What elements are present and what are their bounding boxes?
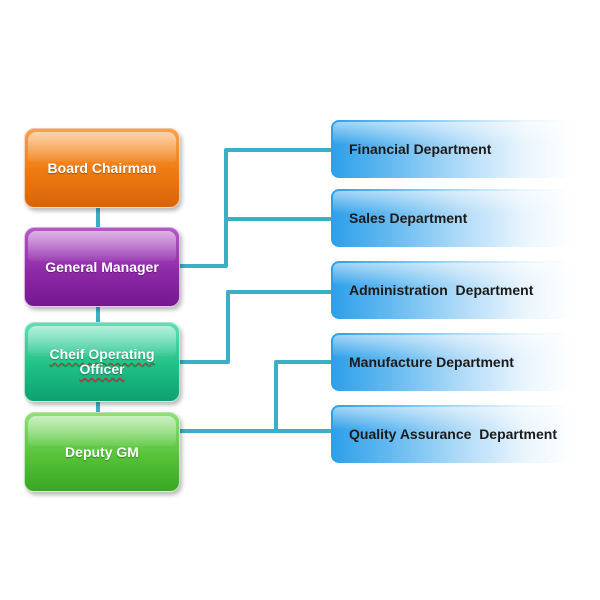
role-box-deputy-gm: Deputy GM (24, 412, 180, 492)
department-label-quality-assurance: Quality Assurance Department (349, 426, 557, 442)
role-label-board-chairman: Board Chairman (47, 159, 157, 176)
role-box-chief-operating-officer: Cheif Operating Officer (24, 322, 180, 402)
role-box-board-chairman: Board Chairman (24, 128, 180, 208)
connector-gm-financial-sales (178, 148, 333, 268)
department-label-financial: Financial Department (349, 141, 492, 157)
role-label-chief-operating-officer: Cheif Operating Officer (49, 346, 155, 377)
role-label-deputy-gm: Deputy GM (65, 443, 139, 460)
department-box-manufacture: Manufacture Department (331, 333, 573, 391)
department-label-manufacture: Manufacture Department (349, 354, 514, 370)
department-label-administration: Administration Department (349, 282, 534, 298)
department-box-financial: Financial Department (331, 120, 573, 178)
department-label-sales: Sales Department (349, 210, 468, 226)
connector-deputy-manufacture-qa (178, 360, 333, 433)
connector-coo-administration (178, 290, 333, 364)
department-box-sales: Sales Department (331, 189, 573, 247)
department-box-administration: Administration Department (331, 261, 573, 319)
department-box-quality-assurance: Quality Assurance Department (331, 405, 573, 463)
role-box-general-manager: General Manager (24, 227, 180, 307)
role-label-general-manager: General Manager (45, 258, 159, 275)
